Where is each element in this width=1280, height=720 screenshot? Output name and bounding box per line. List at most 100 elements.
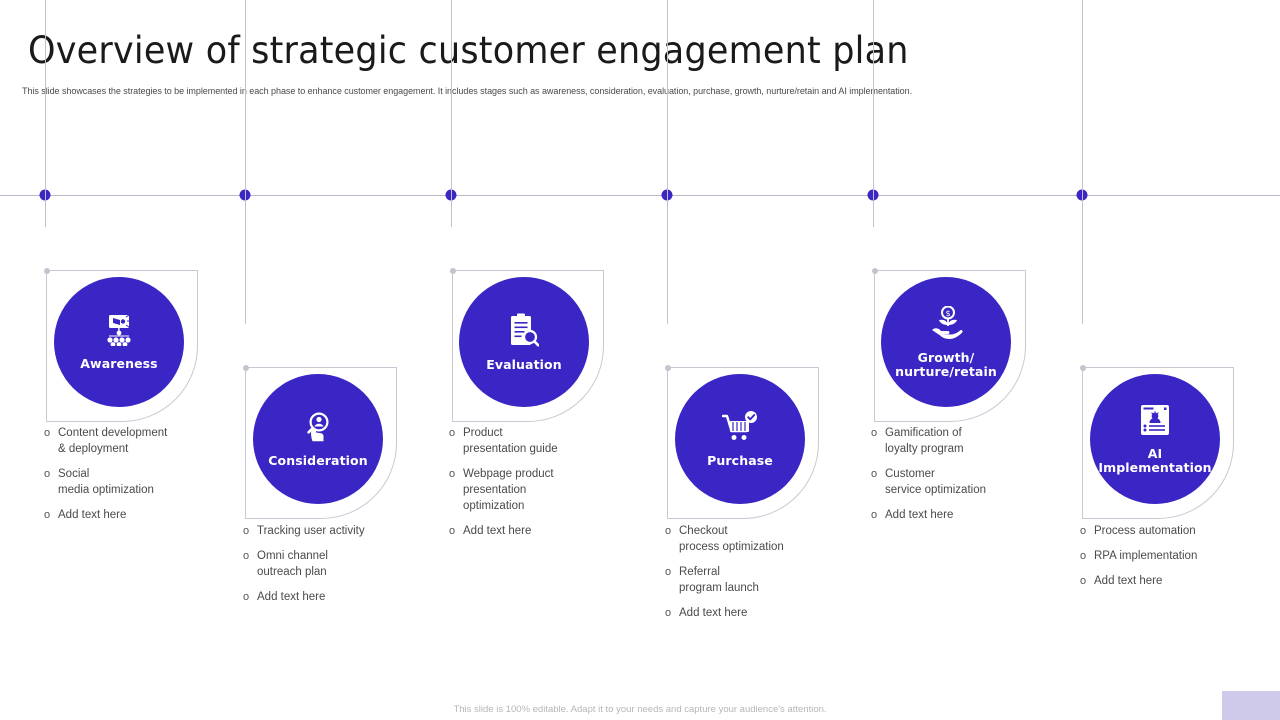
page-subtitle: This slide showcases the strategies to b…: [22, 86, 913, 96]
bullet-text: RPA implementation: [1094, 550, 1198, 562]
stage-label-growth: Growth/ nurture/retain: [895, 349, 997, 379]
bullet-text: Social media optimization: [58, 468, 154, 496]
shopping-cart-check-icon: [721, 410, 757, 440]
card-corner-dot: [450, 268, 456, 274]
ai-document-robot-icon: [1141, 404, 1169, 435]
list-item[interactable]: o Add text here: [243, 589, 428, 605]
stage-stem-consideration: [245, 0, 246, 324]
card-corner-dot: [1080, 365, 1086, 371]
stage-circle-consideration[interactable]: Consideration: [253, 374, 383, 504]
bullet-text: Checkout process optimization: [679, 525, 784, 553]
bullet-marker-icon: o: [665, 607, 672, 619]
corner-block: [1222, 691, 1280, 720]
stage-label-ai-implementation: AI Implementation: [1098, 445, 1212, 475]
stage-stem-awareness: [45, 0, 46, 227]
list-item[interactable]: o RPA implementation: [1080, 548, 1265, 564]
bullet-text: Webpage product presentation optimizatio…: [463, 468, 554, 512]
list-item[interactable]: o Customer service optimization: [871, 466, 1056, 498]
stage-card-awareness[interactable]: [44, 268, 198, 422]
bullet-marker-icon: o: [449, 427, 456, 439]
stage-stem-evaluation: [451, 0, 452, 227]
bullet-text: Customer service optimization: [885, 468, 986, 496]
bullet-marker-icon: o: [243, 550, 250, 562]
bullet-text: Add text here: [257, 591, 326, 603]
bullet-text: Add text here: [1094, 575, 1163, 587]
bullet-text: Omni channel outreach plan: [257, 550, 328, 578]
list-item[interactable]: o Add text here: [449, 523, 634, 539]
bullet-marker-icon: o: [44, 427, 51, 439]
bullet-marker-icon: o: [44, 509, 51, 521]
bullet-text: Process automation: [1094, 525, 1196, 537]
stage-stem-ai-implementation: [1082, 0, 1083, 324]
bullet-marker-icon: o: [1080, 525, 1087, 537]
stage-label-awareness: Awareness: [80, 355, 158, 371]
stage-label-consideration: Consideration: [268, 452, 368, 468]
shopping-cart-check-icon: [721, 410, 758, 448]
bullet-marker-icon: o: [449, 525, 456, 537]
card-corner-dot: [243, 365, 249, 371]
bullet-text: Tracking user activity: [257, 525, 365, 537]
stage-circle-evaluation[interactable]: Evaluation: [459, 277, 589, 407]
bullet-marker-icon: o: [243, 591, 250, 603]
bullet-text: Add text here: [58, 509, 127, 521]
stage-circle-growth[interactable]: $ Growth/ nurture/retain: [881, 277, 1011, 407]
list-item[interactable]: o Omni channel outreach plan: [243, 548, 428, 580]
svg-text:$: $: [945, 309, 950, 318]
bullet-marker-icon: o: [871, 468, 878, 480]
hand-click-search-icon: [302, 411, 334, 448]
card-corner-dot: [872, 268, 878, 274]
clipboard-magnifier-icon: [509, 313, 540, 352]
bullet-marker-icon: o: [871, 509, 878, 521]
bullet-text: Referral program launch: [679, 566, 759, 594]
stage-card-growth[interactable]: [872, 268, 1026, 422]
bullet-text: Product presentation guide: [463, 427, 558, 455]
stage-stem-growth: [873, 0, 874, 227]
list-item[interactable]: o Tracking user activity: [243, 523, 428, 539]
stage-card-purchase[interactable]: [665, 365, 819, 519]
stage-card-evaluation[interactable]: [450, 268, 604, 422]
bullet-text: Add text here: [885, 509, 954, 521]
megaphone-network-icon: [102, 314, 136, 351]
list-item[interactable]: o Content development & deployment: [44, 425, 229, 457]
list-item[interactable]: o Process automation: [1080, 523, 1265, 539]
bullet-marker-icon: o: [449, 468, 456, 480]
stage-stem-purchase: [667, 0, 668, 324]
list-item[interactable]: o Webpage product presentation optimizati…: [449, 466, 634, 514]
clipboard-magnifier-icon: [511, 313, 540, 347]
card-corner-dot: [44, 268, 50, 274]
bullet-marker-icon: o: [1080, 550, 1087, 562]
bullet-marker-icon: o: [665, 566, 672, 578]
list-item[interactable]: o Product presentation guide: [449, 425, 634, 457]
stage-card-ai-implementation[interactable]: [1080, 365, 1234, 519]
bullet-text: Content development & deployment: [58, 427, 168, 455]
list-item[interactable]: o Add text here: [871, 507, 1056, 523]
list-item[interactable]: o Add text here: [1080, 573, 1265, 589]
hand-plant-coin-icon: $: [929, 305, 963, 345]
list-item[interactable]: o Social media optimization: [44, 466, 229, 498]
stage-label-evaluation: Evaluation: [486, 356, 562, 372]
list-item[interactable]: o Referral program launch: [665, 564, 850, 596]
hand-plant-coin-icon: $: [932, 305, 963, 339]
bullet-marker-icon: o: [1080, 575, 1087, 587]
stage-circle-ai-implementation[interactable]: AI Implementation: [1090, 374, 1220, 504]
stage-circle-awareness[interactable]: Awareness: [54, 277, 184, 407]
bullet-marker-icon: o: [44, 468, 51, 480]
bullet-marker-icon: o: [871, 427, 878, 439]
footer-note: This slide is 100% editable. Adapt it to…: [453, 704, 827, 715]
bullet-marker-icon: o: [243, 525, 250, 537]
stage-card-consideration[interactable]: [243, 365, 397, 519]
timeline-rail: [0, 195, 1280, 196]
bullet-text: Add text here: [463, 525, 532, 537]
stage-circle-purchase[interactable]: Purchase: [675, 374, 805, 504]
list-item[interactable]: o Add text here: [44, 507, 229, 523]
ai-document-robot-icon: [1140, 404, 1170, 441]
